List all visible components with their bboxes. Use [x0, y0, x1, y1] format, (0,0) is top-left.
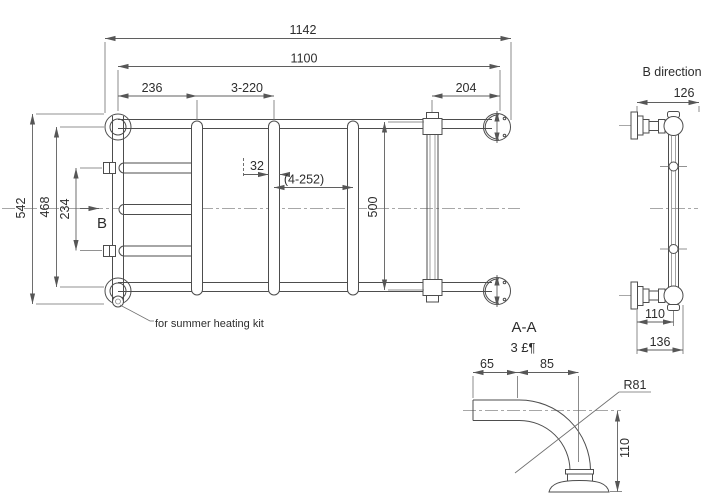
dim-left-offset: 236: [142, 81, 163, 95]
vertical-rails: [191, 120, 359, 296]
dim-aa-height: 110: [618, 438, 632, 458]
b-view-title: B direction: [642, 65, 701, 79]
radius-leader: [514, 391, 620, 474]
note-leader: [119, 304, 154, 322]
thick-tube: [422, 112, 443, 303]
dim-b-bottom-width: 110: [645, 307, 665, 321]
b-view-bottom-bracket: [630, 281, 684, 311]
aa-dimensions: A-A 3 £¶ 65 85 R81 110: [472, 319, 651, 492]
dim-tube-diameter: 32: [250, 159, 264, 173]
aa-title: A-A: [511, 319, 536, 336]
dim-bracket-spacing: 234: [58, 199, 72, 220]
right-bottom-flange: [483, 275, 511, 307]
b-view-dimensions: B direction 126 110 136: [636, 65, 702, 354]
aa-subtitle: 3 £¶: [510, 340, 535, 355]
front-dimensions: 1142 1100 236 3-220 204 32 (4-252) 500 5…: [14, 23, 512, 330]
right-top-flange: [483, 111, 511, 143]
front-view: 1142 1100 236 3-220 204 32 (4-252) 500 5…: [2, 23, 520, 330]
aa-bent-tube: [472, 399, 591, 471]
dim-overall-width: 1142: [290, 23, 317, 37]
b-view-top-bracket: [630, 111, 684, 140]
dim-vertical-span: 500: [366, 197, 380, 218]
section-aa-view: A-A 3 £¶ 65 85 R81 110: [463, 319, 651, 493]
ladder-rungs: [118, 162, 197, 257]
dim-right-offset: 204: [456, 81, 477, 95]
ball-joint: [663, 285, 684, 306]
tube-hole-top: [668, 161, 679, 172]
dim-inner-height: 468: [38, 197, 52, 218]
dim-rail-spacing: 3-220: [231, 81, 263, 95]
left-top-flange: [104, 113, 132, 141]
ball-joint: [663, 116, 684, 136]
b-view-tube: [660, 134, 687, 288]
aa-base-flange: [548, 469, 610, 493]
summer-kit-note: for summer heating kit: [155, 318, 264, 330]
left-tube: [112, 116, 124, 302]
view-b-label: B: [97, 215, 107, 232]
summer-kit-port: [112, 295, 124, 308]
dim-overall-height: 542: [14, 198, 28, 219]
dim-rail-span: (4-252): [284, 173, 324, 187]
dim-aa-radius: R81: [624, 378, 647, 392]
dim-b-top-width: 126: [674, 86, 695, 100]
left-bottom-flange: [104, 277, 132, 308]
tube-hole-bottom: [668, 244, 679, 254]
dim-aa-straight: 65: [480, 357, 494, 371]
b-direction-view: B direction 126 110 136: [619, 65, 702, 354]
wall-brackets: [103, 162, 116, 257]
dim-inner-width: 1100: [291, 52, 318, 66]
dim-aa-bend-offset: 85: [540, 357, 554, 371]
dim-b-overall-depth: 136: [650, 335, 671, 349]
